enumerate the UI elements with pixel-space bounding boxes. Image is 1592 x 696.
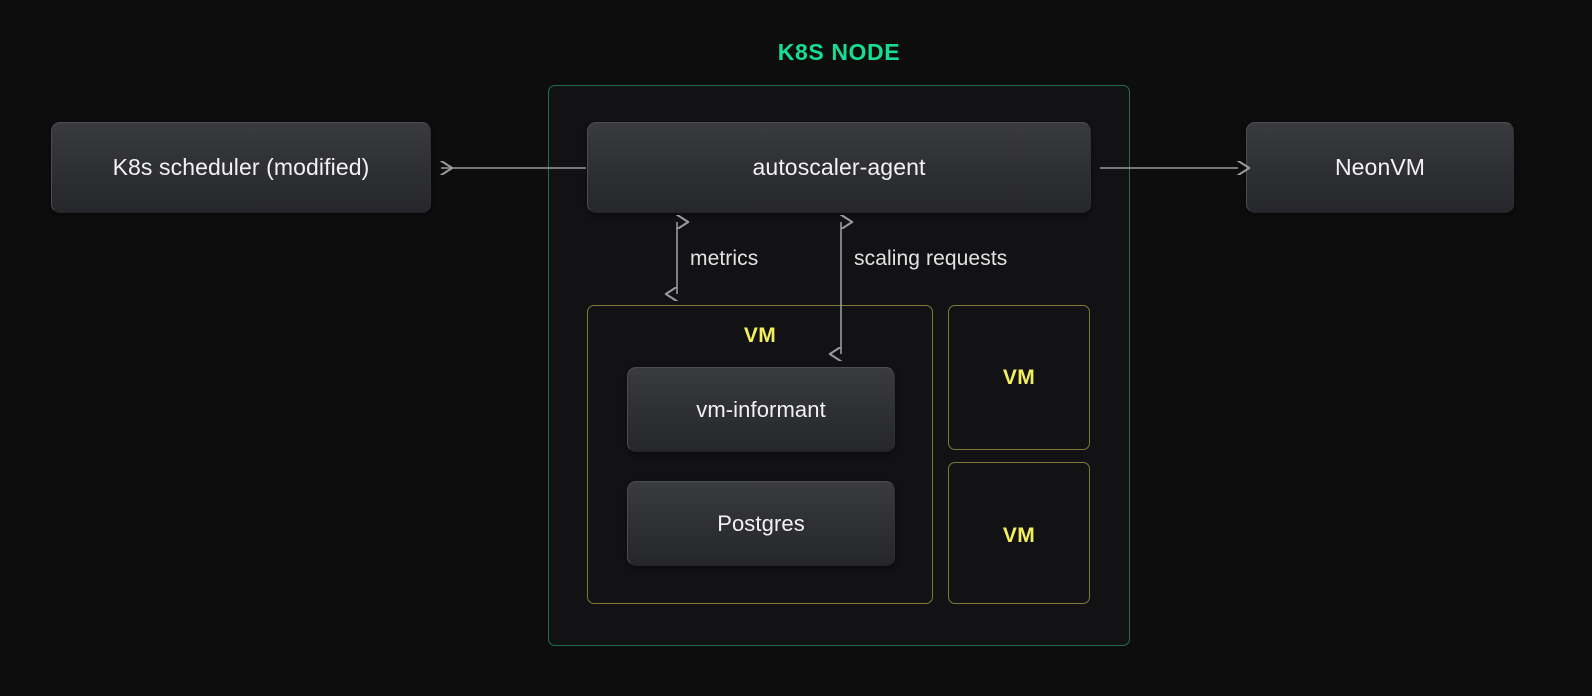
vm-secondary-label-2: VM [1002, 524, 1036, 547]
vm-secondary-label-1: VM [1002, 366, 1036, 389]
edge-label-metrics: metrics [690, 247, 759, 270]
vm-secondary-box-2[interactable] [948, 462, 1090, 604]
postgres-label: Postgres [717, 510, 805, 536]
neonvm-label: NeonVM [1334, 154, 1426, 180]
autoscaler-agent-label: autoscaler-agent [752, 154, 926, 180]
vm-main-label: VM [743, 324, 777, 347]
vm-secondary-box-1[interactable] [948, 305, 1090, 450]
k8s-scheduler-label: K8s scheduler (modified) [112, 154, 370, 180]
k8s-scheduler-box[interactable]: K8s scheduler (modified) [51, 122, 431, 213]
page-title: K8S NODE [777, 39, 901, 65]
edge-label-scaling-requests: scaling requests [854, 247, 1008, 270]
vm-informant-box[interactable]: vm-informant [627, 367, 895, 452]
postgres-box[interactable]: Postgres [627, 481, 895, 566]
autoscaler-agent-box[interactable]: autoscaler-agent [587, 122, 1091, 213]
vm-informant-label: vm-informant [696, 396, 826, 422]
neonvm-box[interactable]: NeonVM [1246, 122, 1514, 213]
